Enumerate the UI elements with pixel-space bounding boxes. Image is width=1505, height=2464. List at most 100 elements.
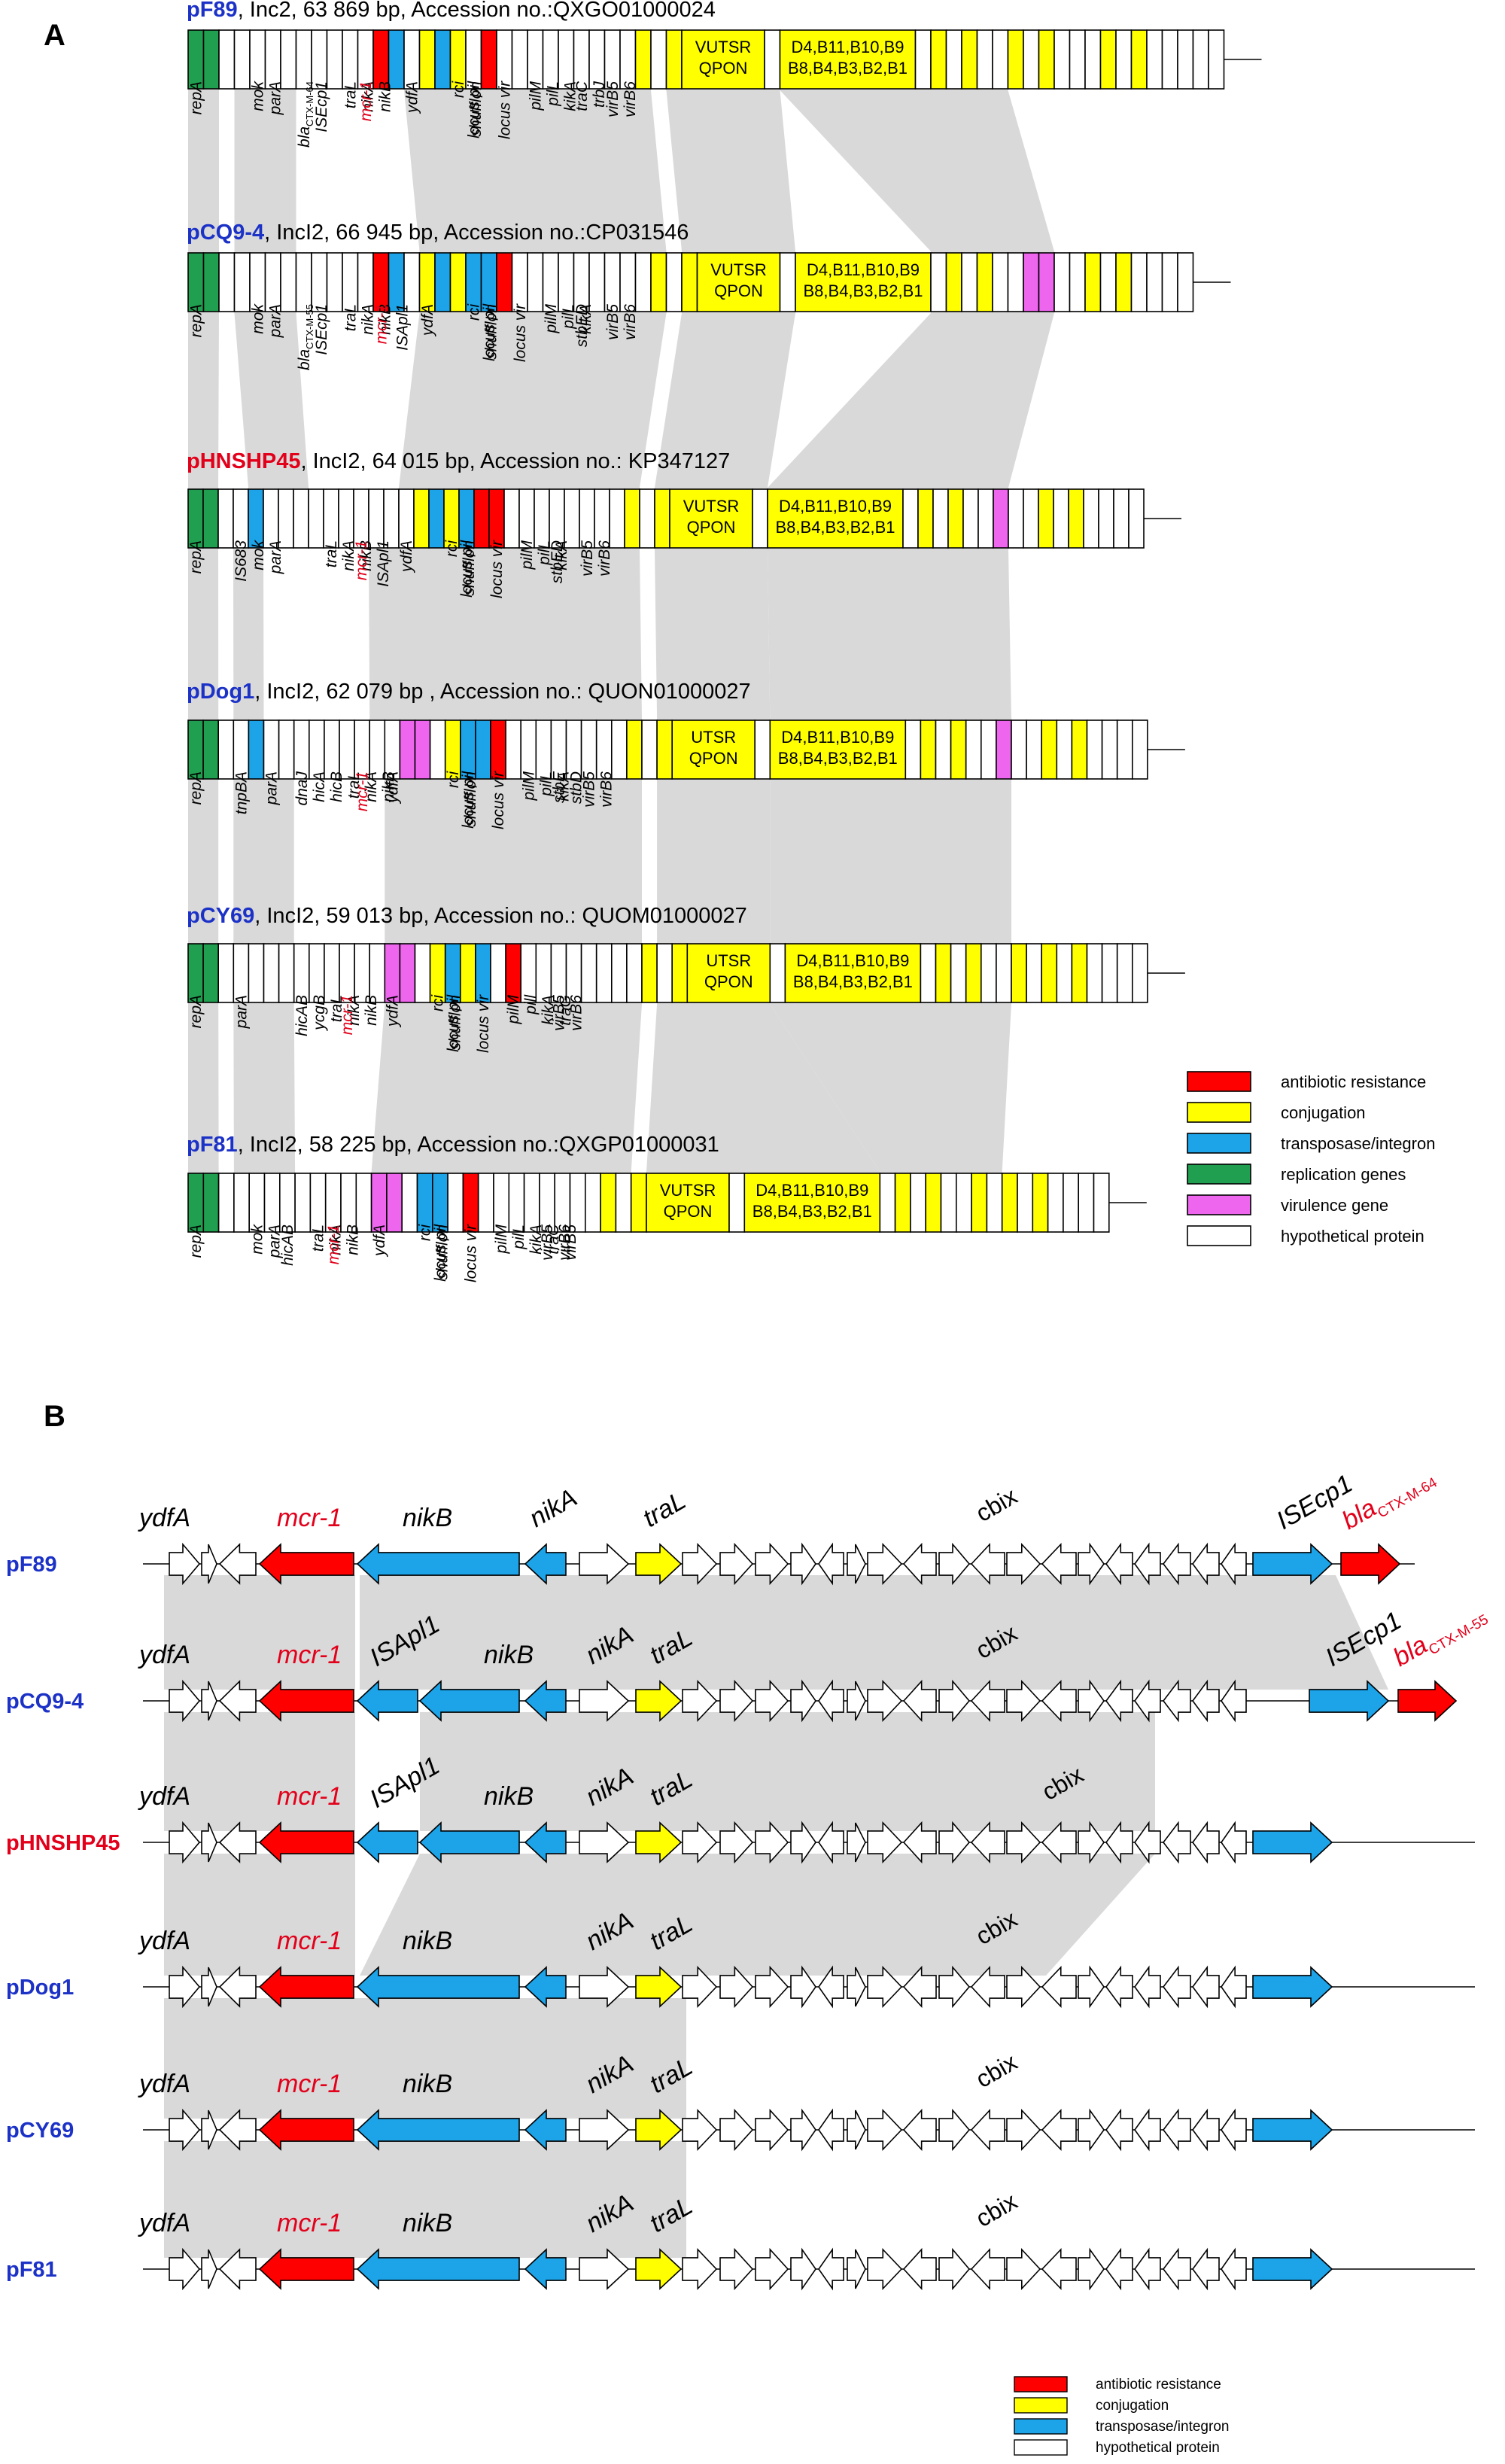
- gene-label-cbix: cbix: [971, 1482, 1022, 1527]
- plasmid-title: pF81, IncI2, 58 225 bp, Accession no.:QX…: [187, 1133, 719, 1157]
- gene-box: [357, 29, 374, 90]
- gene-box: [1078, 1173, 1095, 1233]
- locus-box-text: VUTSR: [710, 260, 767, 279]
- nikB-arrow: [418, 1680, 520, 1722]
- gene-box: [696, 252, 781, 312]
- legend-label-replication: replication genes: [1281, 1165, 1406, 1184]
- gene-box: [1041, 943, 1058, 1003]
- gene-box: [202, 719, 220, 780]
- gene-box: [477, 1173, 494, 1233]
- is-arrow: [1252, 2248, 1333, 2290]
- homology-band: [164, 2141, 686, 2258]
- gene-box: [218, 252, 236, 312]
- plasmid-map-pCY69: pCY69, IncI2, 59 013 bp, Accession no.: …: [187, 904, 1185, 1053]
- gene-box: [372, 252, 390, 312]
- gene-box: [434, 29, 451, 90]
- gene-box: [449, 252, 467, 312]
- gene-box: [308, 719, 325, 780]
- gene-label: kikA: [555, 771, 572, 802]
- gene-label-mcr: mcr-1: [277, 1641, 342, 1669]
- gene-label: stbED: [549, 540, 566, 583]
- gene-box: [1132, 943, 1148, 1003]
- gene-box: [465, 252, 482, 312]
- hypothetical-arrow: [1221, 2108, 1247, 2152]
- gene-box: [217, 1173, 235, 1233]
- hypothetical-arrow: [1078, 1965, 1105, 2009]
- plasmid-name: pCY69: [187, 904, 254, 928]
- panel-b-legend: antibiotic resistanceconjugationtranspos…: [1014, 2376, 1229, 2456]
- mcr-1-arrow: [258, 1966, 354, 2008]
- gene-box: [961, 252, 978, 312]
- gene-box: [505, 943, 521, 1003]
- gene-box: [518, 488, 535, 549]
- gene-box: [971, 1173, 988, 1233]
- gene-label: ISEcp1: [313, 81, 330, 132]
- gene-label: mok: [250, 540, 267, 570]
- gene-box: [752, 488, 768, 549]
- gene-label: traC: [545, 1224, 562, 1255]
- legend-label-antibiotic: antibiotic resistance: [1096, 2377, 1221, 2393]
- gene-box: [431, 1173, 448, 1233]
- gene-label: mok: [249, 81, 266, 111]
- gene-box: [278, 719, 295, 780]
- homology-band: [657, 720, 771, 1002]
- gene-box: [626, 943, 643, 1003]
- gene-box: [493, 1173, 510, 1233]
- plasmid-details: , IncI2, 58 225 bp, Accession no.:QXGP01…: [238, 1133, 719, 1157]
- gene-box: [956, 1173, 972, 1233]
- gene-box: [1128, 488, 1145, 549]
- gene-box: [187, 252, 205, 312]
- hypothetical-arrow: [719, 2247, 754, 2291]
- gene-box: [293, 488, 309, 549]
- gene-label: virB5: [579, 540, 596, 576]
- homology-band: [420, 1712, 1155, 1831]
- gene-label: shufflon: [467, 81, 485, 137]
- locus-box-text: B8,B4,B3,B2,B1: [776, 518, 895, 537]
- gene-box: [383, 488, 400, 549]
- hypothetical-arrow: [1006, 2108, 1041, 2152]
- gene-box: [992, 252, 1009, 312]
- homology-band: [780, 30, 1054, 312]
- gene-label: nikB: [363, 995, 380, 1026]
- gene-label: ydfA: [419, 304, 436, 337]
- gene-label: pilM: [543, 304, 560, 334]
- plasmid-title: pF89, Inc2, 63 869 bp, Accession no.:QXG…: [187, 0, 716, 22]
- locus-box-text: QPON: [687, 518, 736, 537]
- gene-label: mcr-1: [325, 1224, 342, 1264]
- legend-swatch-antibiotic: [1014, 2376, 1068, 2393]
- gene-box: [1023, 488, 1039, 549]
- gene-box: [434, 252, 451, 312]
- gene-box: [294, 1173, 312, 1233]
- gene-box: [353, 488, 369, 549]
- gene-label: ydfA: [371, 1224, 388, 1258]
- gene-box: [308, 488, 324, 549]
- hypothetical-arrow: [579, 1966, 630, 2008]
- gene-box: [976, 252, 993, 312]
- plasmid-name: pF81: [6, 2258, 57, 2282]
- gene-label: rci: [417, 1224, 434, 1241]
- hypothetical-arrow: [719, 1821, 754, 1864]
- plasmid-name: pF89: [187, 0, 238, 22]
- locus-box-text: B8,B4,B3,B2,B1: [793, 972, 913, 991]
- gene-label: ydfA: [398, 540, 415, 573]
- gene-box: [202, 252, 220, 312]
- legend-swatch-virulence: [1187, 1194, 1251, 1215]
- gene-box: [671, 943, 689, 1003]
- gene-box: [743, 1173, 881, 1233]
- hypothetical-arrow: [1078, 2247, 1105, 2291]
- gene-label: repA: [187, 771, 205, 805]
- gene-box: [634, 252, 652, 312]
- hypothetical-arrow: [682, 1965, 718, 2009]
- gene-label: ydfA: [384, 995, 401, 1028]
- gene-label-mcr: mcr-1: [277, 1504, 342, 1532]
- gene-box: [323, 488, 339, 549]
- gene-label: traL: [342, 81, 359, 108]
- hypothetical-arrow: [970, 1965, 1005, 2009]
- gene-box: [458, 488, 475, 549]
- hypothetical-arrow: [1162, 1542, 1191, 1586]
- legend-label-transposase: transposase/integron: [1096, 2419, 1229, 2435]
- hypothetical-arrow: [1134, 1679, 1161, 1723]
- gene-label: virB5: [550, 995, 567, 1031]
- hypothetical-arrow: [1006, 1821, 1041, 1864]
